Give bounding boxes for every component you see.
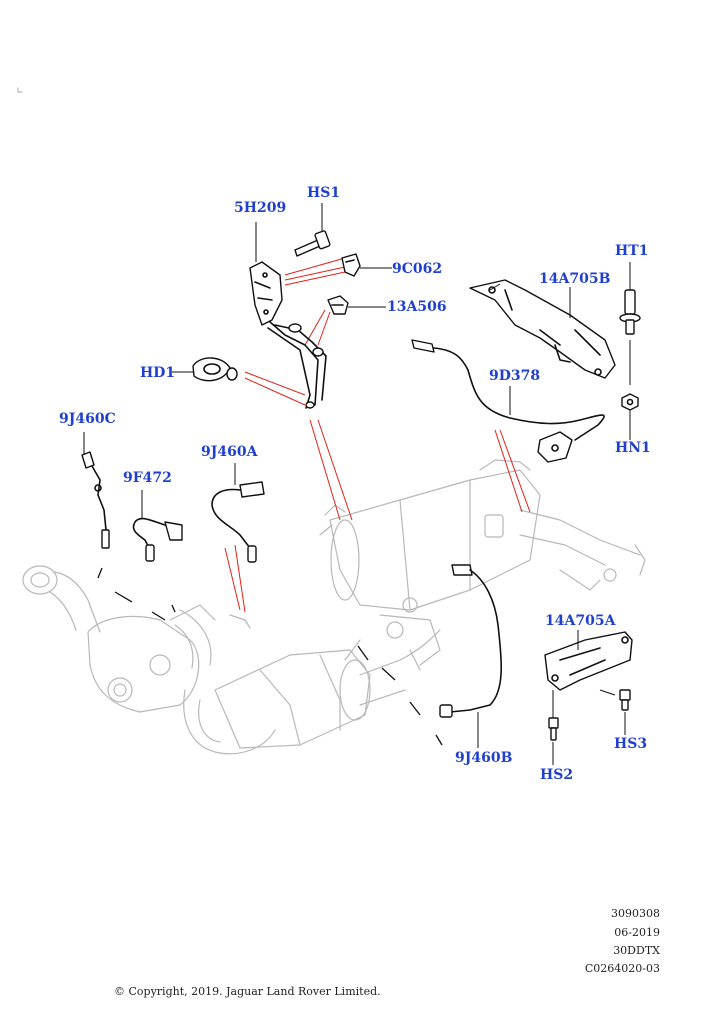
callout-9j460b[interactable]: 9J460B: [455, 750, 513, 766]
part-13a506-clip[interactable]: [327, 295, 386, 315]
callout-5h209[interactable]: 5H209: [234, 200, 287, 216]
part-hs2-screw[interactable]: [548, 690, 559, 765]
diagram-number: 3090308: [611, 907, 660, 920]
callout-14a705a[interactable]: 14A705A: [545, 613, 616, 629]
callout-9j460a[interactable]: 9J460A: [201, 444, 258, 460]
part-5h209-bracket[interactable]: [249, 222, 327, 409]
part-9c062-clip[interactable]: [341, 253, 392, 277]
callout-hd1[interactable]: HD1: [140, 365, 176, 381]
part-9f472-sensor[interactable]: [132, 490, 183, 562]
engine-code: 30DDTX: [613, 944, 660, 957]
part-14a705a-bracket[interactable]: [544, 630, 633, 691]
callout-9c062[interactable]: 9C062: [392, 261, 443, 277]
part-hd1-clamp[interactable]: [172, 357, 238, 382]
part-9d378-sensor[interactable]: [411, 339, 605, 463]
callout-9j460c[interactable]: 9J460C: [59, 411, 116, 427]
part-9j460c-sensor[interactable]: [81, 432, 110, 549]
part-ht1-stud[interactable]: [619, 262, 641, 385]
part-14a705b-bracket[interactable]: [469, 279, 616, 379]
callout-ht1[interactable]: HT1: [615, 243, 649, 259]
copyright-notice: © Copyright, 2019. Jaguar Land Rover Lim…: [114, 985, 381, 998]
part-hs3-screw[interactable]: [599, 689, 631, 735]
part-9j460a-sensor[interactable]: [211, 463, 265, 563]
callout-hs2[interactable]: HS2: [540, 767, 574, 783]
locator-dashes: [97, 567, 443, 746]
part-hs1-screw[interactable]: [294, 203, 331, 257]
diagram-date: 06-2019: [614, 926, 660, 939]
callout-9d378[interactable]: 9D378: [489, 368, 541, 384]
callout-14a705b[interactable]: 14A705B: [539, 271, 611, 287]
corner-mark: [17, 87, 23, 93]
callout-hs3[interactable]: HS3: [614, 736, 648, 752]
part-9j460b-sensor[interactable]: [439, 564, 503, 748]
part-hn1-nut[interactable]: [621, 393, 639, 440]
callout-hs1[interactable]: HS1: [307, 185, 341, 201]
callout-hn1[interactable]: HN1: [615, 440, 651, 456]
reference-code: C0264020-03: [584, 962, 660, 975]
callout-9f472[interactable]: 9F472: [123, 470, 172, 486]
callout-13a506[interactable]: 13A506: [387, 299, 447, 315]
background-exhaust-assembly: [22, 459, 646, 755]
